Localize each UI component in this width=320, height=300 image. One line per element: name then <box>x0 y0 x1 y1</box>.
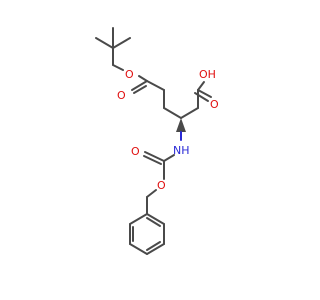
carbamate-nitrogen-label: NH <box>173 144 190 157</box>
ester-carbonyl-oxygen-label: O <box>117 89 126 102</box>
stereo-wedge-bond <box>176 118 186 141</box>
carboxylic-acid <box>194 81 212 102</box>
tert-butyl-ester <box>112 64 165 94</box>
ester-oxygen-label: O <box>125 68 134 81</box>
benzene-ring <box>129 213 165 255</box>
acid-carbonyl-oxygen-label: O <box>210 98 219 111</box>
benzyloxy-linker <box>146 189 157 215</box>
tert-butyl-group <box>95 27 131 66</box>
carbamate-group <box>143 151 175 180</box>
carbamate-ester-oxygen-label: O <box>157 179 166 192</box>
molecule-structure: O O OH O NH O O <box>95 27 219 255</box>
acid-hydroxyl-label: OH <box>199 68 216 81</box>
carbamate-carbonyl-oxygen-label: O <box>131 145 140 158</box>
glutamate-backbone <box>163 89 199 119</box>
